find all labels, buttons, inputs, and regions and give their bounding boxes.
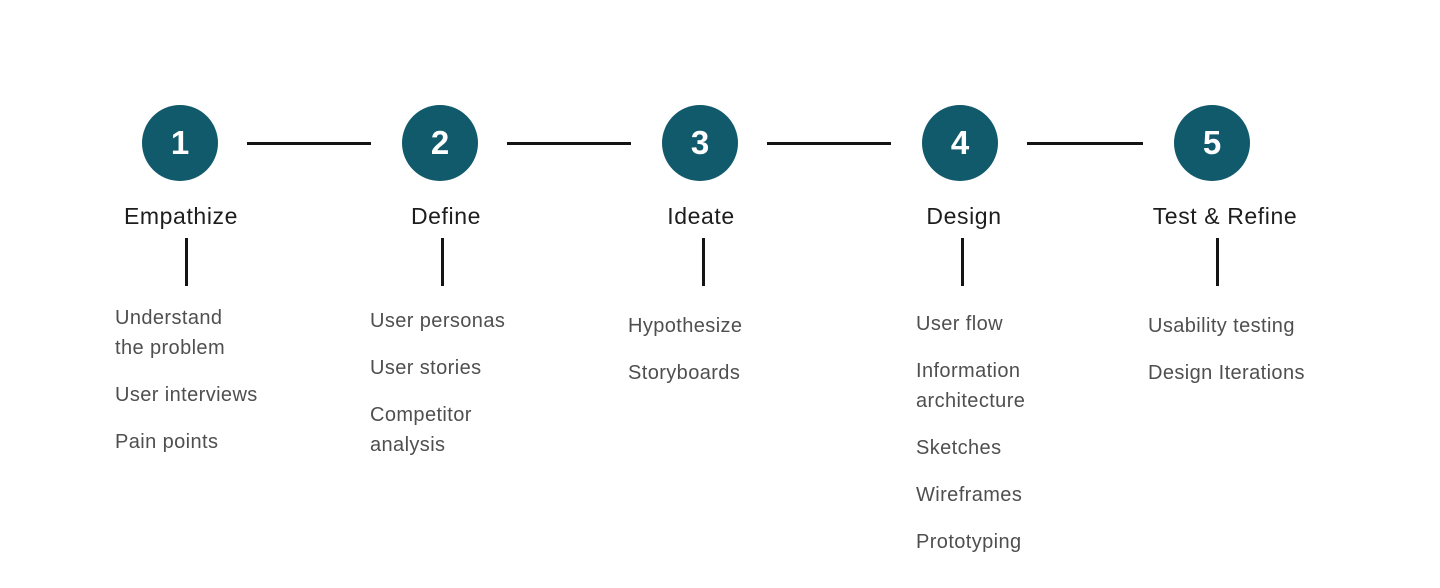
stage-1-number: 1 — [170, 123, 190, 161]
stage-3-label: Ideate — [667, 203, 735, 229]
stage-1-tick-line — [185, 238, 188, 286]
stage-3-circle: 3 — [662, 105, 738, 181]
stage-4-label: Design — [926, 203, 1002, 229]
stage-2-tick-line — [441, 238, 444, 286]
connector-line-1-2 — [247, 142, 371, 145]
process-item: Sketches — [916, 437, 1002, 459]
stage-2-circle: 2 — [402, 105, 478, 181]
process-item: User personas — [370, 310, 506, 332]
process-item: Understand the problem — [115, 307, 226, 359]
stage-1-circle: 1 — [142, 105, 218, 181]
stage-3-tick-line — [702, 238, 705, 286]
connector-line-4-5 — [1027, 142, 1143, 145]
process-item: User flow — [916, 313, 1003, 335]
process-item: Design Iterations — [1148, 362, 1305, 384]
stage-4-circle: 4 — [922, 105, 998, 181]
process-item: Competitor analysis — [370, 404, 472, 456]
stage-4-tick-line — [961, 238, 964, 286]
stage-2-number: 2 — [430, 123, 450, 161]
process-item: Prototyping — [916, 531, 1022, 553]
process-item: Information architecture — [916, 360, 1026, 412]
stage-5-tick-line — [1216, 238, 1219, 286]
process-item: Storyboards — [628, 362, 741, 384]
process-item: Usability testing — [1148, 315, 1295, 337]
connector-line-2-3 — [507, 142, 631, 145]
stage-5-label: Test & Refine — [1152, 203, 1298, 229]
stage-4-number: 4 — [950, 123, 970, 161]
process-item: User stories — [370, 357, 482, 379]
process-item: User interviews — [115, 384, 258, 406]
stage-1-label: Empathize — [123, 203, 239, 229]
process-item: Pain points — [115, 431, 219, 453]
stage-2-label: Define — [410, 203, 482, 229]
connector-line-3-4 — [767, 142, 891, 145]
stage-5-circle: 5 — [1174, 105, 1250, 181]
process-item: Wireframes — [916, 484, 1023, 506]
stage-3-number: 3 — [690, 123, 710, 161]
stage-5-number: 5 — [1202, 123, 1222, 161]
process-item: Hypothesize — [628, 315, 743, 337]
